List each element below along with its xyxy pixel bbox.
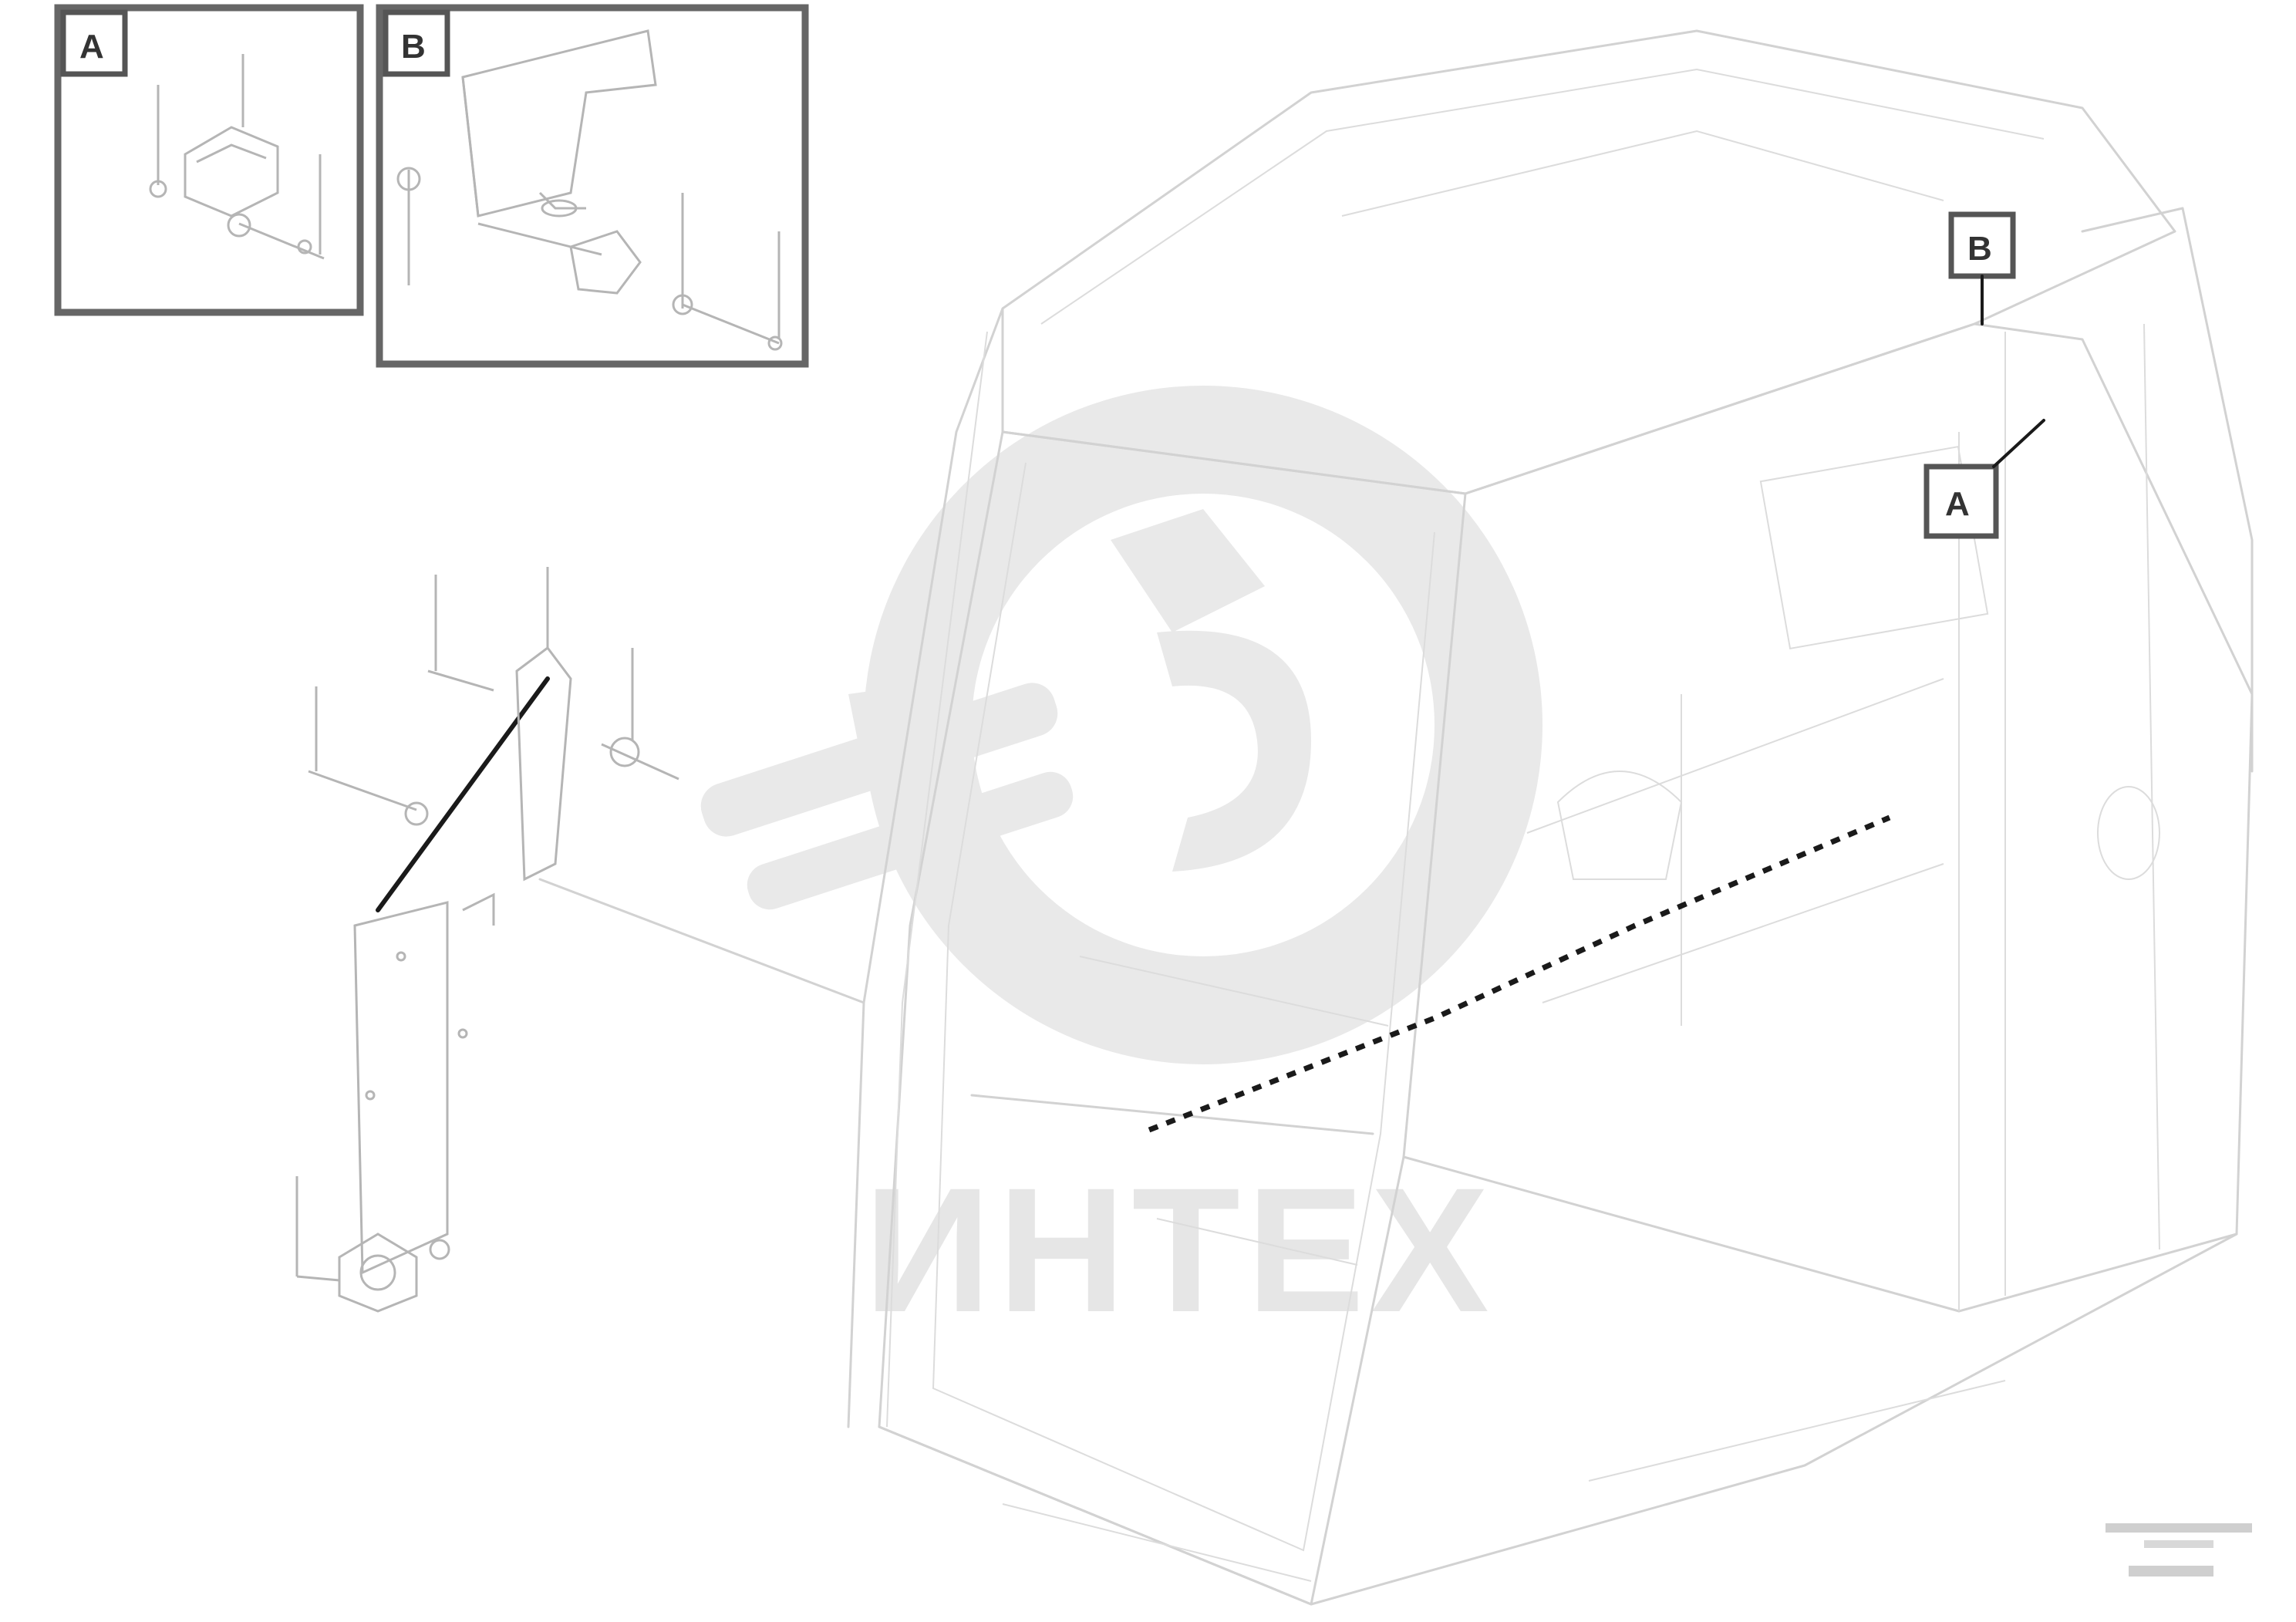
inset-b: B bbox=[376, 4, 809, 368]
pillar-bracket-assembly bbox=[295, 567, 865, 1313]
drawing-stamp bbox=[2106, 1523, 2252, 1576]
inset-a-bracket bbox=[149, 54, 325, 260]
main-callout-b: B bbox=[1948, 211, 2016, 325]
main-callout-a: A bbox=[1923, 419, 2045, 539]
inset-a: A bbox=[54, 4, 364, 316]
inset-b-bracket bbox=[396, 29, 783, 351]
main-callout-a-label: A bbox=[1945, 485, 1970, 523]
watermark-text: ИНТЕХ bbox=[864, 1151, 1495, 1349]
cable-route bbox=[1148, 814, 1891, 1133]
main-callout-b-label: B bbox=[1967, 230, 1992, 268]
inset-a-label: A bbox=[79, 28, 104, 66]
cab-outline bbox=[847, 29, 2254, 1606]
inset-b-label: B bbox=[401, 28, 426, 66]
watermark-logo: ИНТЕХ bbox=[700, 386, 1542, 1349]
